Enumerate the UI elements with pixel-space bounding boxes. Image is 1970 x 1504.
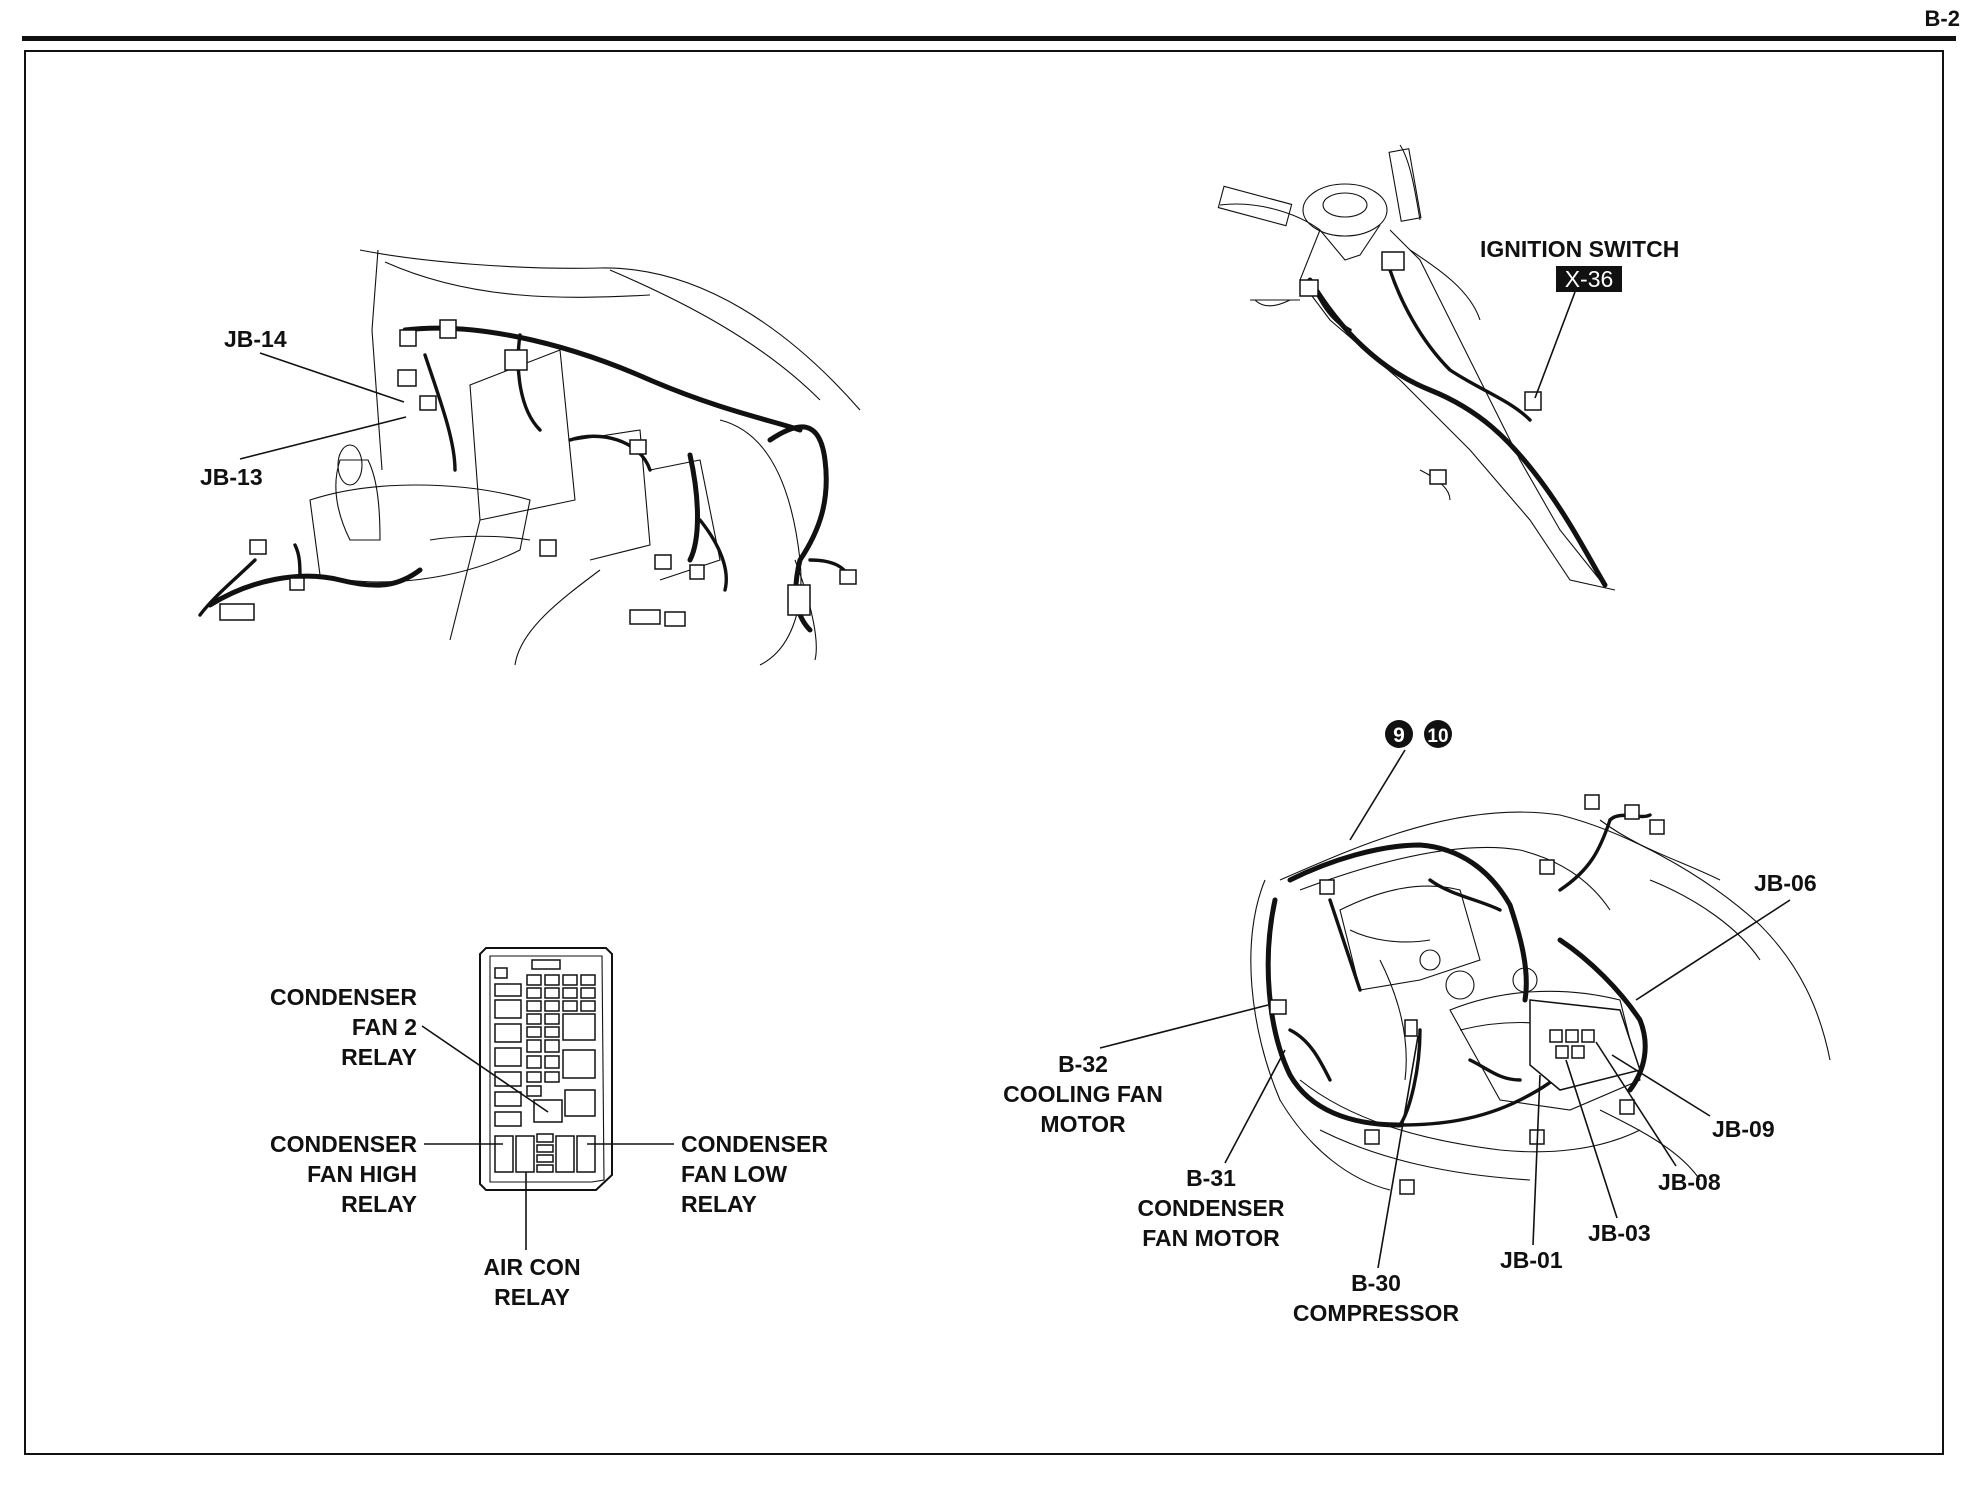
svg-text:B-30: B-30 [1351,1270,1401,1296]
svg-text:RELAY: RELAY [341,1044,417,1070]
svg-text:RELAY: RELAY [681,1191,757,1217]
svg-text:FAN MOTOR: FAN MOTOR [1142,1225,1280,1251]
fan-low-relay-label: CONDENSER FAN LOW RELAY [681,1131,828,1217]
fan-high-relay-slot [494,1135,514,1173]
jb03-leader [1565,1059,1618,1219]
jb14-leader [259,352,405,403]
svg-text:CONDENSER: CONDENSER [270,1131,417,1157]
svg-text:B-32: B-32 [1058,1051,1108,1077]
svg-text:CONDENSER: CONDENSER [681,1131,828,1157]
page-code: B-2 [1924,6,1960,31]
fan-low-relay-slot [576,1135,596,1173]
b30-label: B-30 COMPRESSOR [1293,1270,1460,1326]
diagram-frame [24,50,1944,1455]
jb14-label: JB-14 [224,326,287,352]
svg-text:COOLING FAN: COOLING FAN [1003,1081,1163,1107]
b32-label: B-32 COOLING FAN MOTOR [1003,1051,1163,1137]
badge-10-text: 10 [1427,726,1448,747]
svg-text:CONDENSER: CONDENSER [270,984,417,1010]
fan2-leader [421,1025,549,1113]
b31-label: B-31 CONDENSER FAN MOTOR [1138,1165,1285,1251]
svg-text:CONDENSER: CONDENSER [1138,1195,1285,1221]
badge-9-text: 9 [1393,724,1405,747]
fan-high-relay-label: CONDENSER FAN HIGH RELAY [270,1131,417,1217]
b31-leader [1224,1049,1286,1164]
b30-leader [1377,1035,1419,1269]
b32-leader [1099,1004,1269,1049]
jb09-leader [1611,1054,1711,1117]
x36-badge [1556,266,1622,292]
relay-box [479,947,613,1191]
svg-text:COMPRESSOR: COMPRESSOR [1293,1300,1460,1326]
svg-text:B-31: B-31 [1186,1165,1236,1191]
jb08-label: JB-08 [1658,1169,1721,1195]
fan2-relay-label: CONDENSER FAN 2 RELAY [270,984,417,1070]
jb13-leader [239,416,407,460]
svg-text:FAN LOW: FAN LOW [681,1161,787,1187]
svg-text:RELAY: RELAY [341,1191,417,1217]
header-rule [22,36,1956,41]
ignition-switch-label: IGNITION SWITCH [1480,236,1679,262]
jb01-label: JB-01 [1500,1247,1563,1273]
svg-text:AIR CON: AIR CON [483,1254,580,1280]
jb03-label: JB-03 [1588,1220,1651,1246]
jb06-leader [1635,899,1791,1001]
svg-text:MOTOR: MOTOR [1040,1111,1126,1137]
x36-badge-text: X-36 [1565,266,1614,292]
dashboard-harness-illustration [198,249,861,666]
badge-9 [1385,720,1413,748]
badge-10 [1424,720,1452,748]
jb08-leader [1595,1041,1677,1167]
badge-leader [1349,749,1406,841]
steering-column-illustration [1217,144,1616,591]
jb09-label: JB-09 [1712,1116,1775,1142]
jb01-leader [1532,1074,1541,1246]
x36-leader [1534,291,1576,399]
svg-text:FAN 2: FAN 2 [352,1014,417,1040]
svg-text:FAN HIGH: FAN HIGH [307,1161,417,1187]
fuse-grid [494,967,596,1127]
jb06-label: JB-06 [1754,870,1817,896]
jb13-label: JB-13 [200,464,263,490]
air-con-relay-label: AIR CON RELAY [483,1254,580,1310]
svg-text:RELAY: RELAY [494,1284,570,1310]
